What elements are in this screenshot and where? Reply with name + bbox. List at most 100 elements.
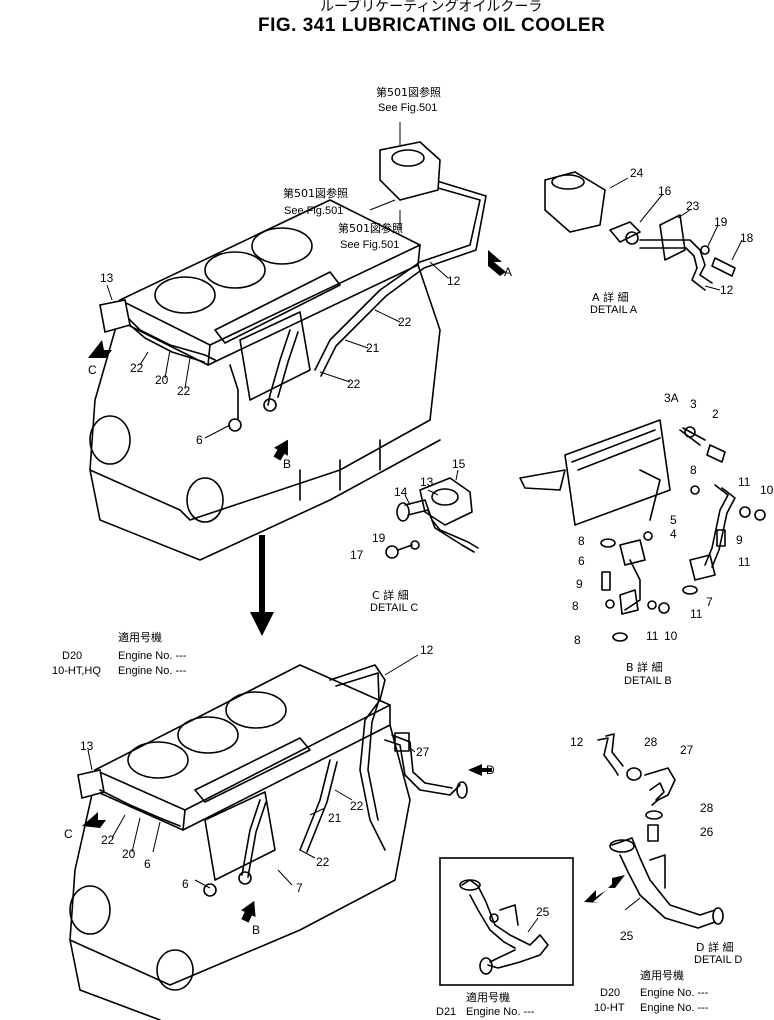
- callout-8: 11: [690, 607, 703, 621]
- callout-28: 28: [700, 801, 714, 815]
- view-arrow-b-bottom: B: [252, 923, 261, 937]
- detail-c-label-jp: C 詳 細: [372, 589, 409, 602]
- callout-3a: 3A: [664, 391, 679, 405]
- callout-22: 22: [130, 361, 144, 375]
- detail-d-drawing: [584, 733, 724, 929]
- reference-note-3-jp: 第501図参照: [338, 222, 403, 235]
- callout-20: 20: [155, 373, 169, 387]
- callout-11: 11: [738, 475, 751, 489]
- applicability-heading: 適用号機: [118, 631, 162, 644]
- view-arrow-c-top: C: [88, 363, 97, 377]
- callout-13: 13: [80, 739, 94, 753]
- callout-28: 28: [644, 735, 658, 749]
- callout-25: 25: [536, 905, 550, 919]
- callout-10: 10: [664, 629, 678, 643]
- callout-7: 7: [296, 881, 303, 895]
- reference-note-1-jp: 第501図参照: [376, 86, 441, 99]
- top-engine-assembly: [88, 122, 506, 561]
- callout-6: 6: [578, 554, 585, 568]
- callout-21: 21: [366, 341, 380, 355]
- view-arrow-a: A: [504, 265, 513, 279]
- detail-a-label-jp: A 詳 細: [592, 291, 629, 304]
- detail-d-label-jp: D 詳 細: [696, 941, 734, 954]
- applicability-engine: Engine No. ---: [640, 987, 709, 999]
- callout-23: 23: [686, 199, 700, 213]
- callout-9: 9: [576, 577, 583, 591]
- callout-5: 5: [670, 513, 677, 527]
- detail-d-label: DETAIL D: [694, 954, 743, 966]
- callout-27: 27: [416, 745, 430, 759]
- detail-b-label: DETAIL B: [624, 675, 672, 687]
- callout-22: 22: [177, 384, 191, 398]
- callout-12: 12: [720, 283, 734, 297]
- callout-9: 9: [736, 533, 743, 547]
- applicability-engine: Engine No. ---: [466, 1006, 535, 1018]
- detail-a-label: DETAIL A: [590, 304, 638, 316]
- callout-8: 8: [574, 633, 581, 647]
- applicability-model: D20: [600, 987, 621, 999]
- callout-11: 8: [572, 599, 579, 613]
- applicability-model: D20: [62, 650, 83, 662]
- figure-title: FIG. 341 LUBRICATING OIL COOLER: [258, 15, 606, 36]
- view-arrow-c-bottom: C: [64, 827, 73, 841]
- callout-6: 6: [182, 877, 189, 891]
- callout-22: 22: [347, 377, 361, 391]
- callout-12: 12: [420, 643, 434, 657]
- applicability-model: 10-HT: [594, 1002, 625, 1014]
- reference-note-1-en: See Fig.501: [378, 102, 438, 114]
- reference-note-2-en: See Fig.501: [284, 205, 344, 217]
- callout-17: 17: [350, 548, 364, 562]
- callout-4: 4: [670, 527, 677, 541]
- callout-13: 13: [420, 475, 434, 489]
- detail-c-label: DETAIL C: [370, 602, 419, 614]
- callout-22: 22: [316, 855, 330, 869]
- reference-note-3-en: See Fig.501: [340, 239, 400, 251]
- detail-b-drawing: [519, 419, 766, 642]
- callout-22: 6: [144, 857, 151, 871]
- detail-a-drawing: [544, 171, 743, 291]
- callout-14: 14: [394, 485, 408, 499]
- callout-21: 21: [328, 811, 342, 825]
- callout-12: 12: [447, 274, 461, 288]
- callout-13: 13: [100, 271, 114, 285]
- callout-16: 16: [658, 184, 672, 198]
- callout-15: 15: [452, 457, 466, 471]
- applicability-heading: 適用号機: [466, 991, 510, 1004]
- callout-25: 25: [620, 929, 634, 943]
- callout-24: 24: [630, 166, 644, 180]
- callout-22: 22: [350, 799, 364, 813]
- callout-20: 20: [122, 847, 136, 861]
- callout-6: 6: [196, 433, 203, 447]
- callout-26: 26: [700, 825, 714, 839]
- sequence-down-arrow: [250, 535, 274, 636]
- callout-8: 8: [578, 534, 585, 548]
- applicability-model: D21: [436, 1006, 457, 1018]
- callout-7: 7: [706, 595, 713, 609]
- callout-11: 11: [646, 629, 659, 643]
- title-japanese: ルーブリケーティングオイルクーラ: [320, 0, 543, 15]
- callout-10: 10: [760, 483, 774, 497]
- detail-b-label-jp: B 詳 細: [626, 661, 663, 674]
- callout-22: 22: [101, 833, 115, 847]
- callout-22: 22: [398, 315, 412, 329]
- callout-3: 3: [690, 397, 697, 411]
- bottom-engine-assembly: [69, 654, 492, 1020]
- applicability-engine: Engine No. ---: [118, 665, 187, 677]
- callout-2: 2: [712, 407, 719, 421]
- callout-27: 27: [680, 743, 694, 757]
- callout-12: 12: [570, 735, 584, 749]
- applicability-engine: Engine No. ---: [118, 650, 187, 662]
- applicability-engine: Engine No. ---: [640, 1002, 709, 1014]
- view-arrow-b-top: B: [283, 457, 292, 471]
- callout-19: 19: [714, 215, 728, 229]
- detail-c-drawing: [385, 469, 479, 559]
- reference-note-2-jp: 第501図参照: [283, 187, 348, 200]
- d21-variant-box: [439, 857, 574, 986]
- applicability-model: 10-HT,HQ: [52, 665, 101, 677]
- callout-11: 11: [738, 555, 751, 569]
- callout-19: 19: [372, 531, 386, 545]
- callout-8: 8: [690, 463, 697, 477]
- view-arrow-d: D: [486, 763, 495, 777]
- applicability-heading: 適用号機: [640, 969, 684, 982]
